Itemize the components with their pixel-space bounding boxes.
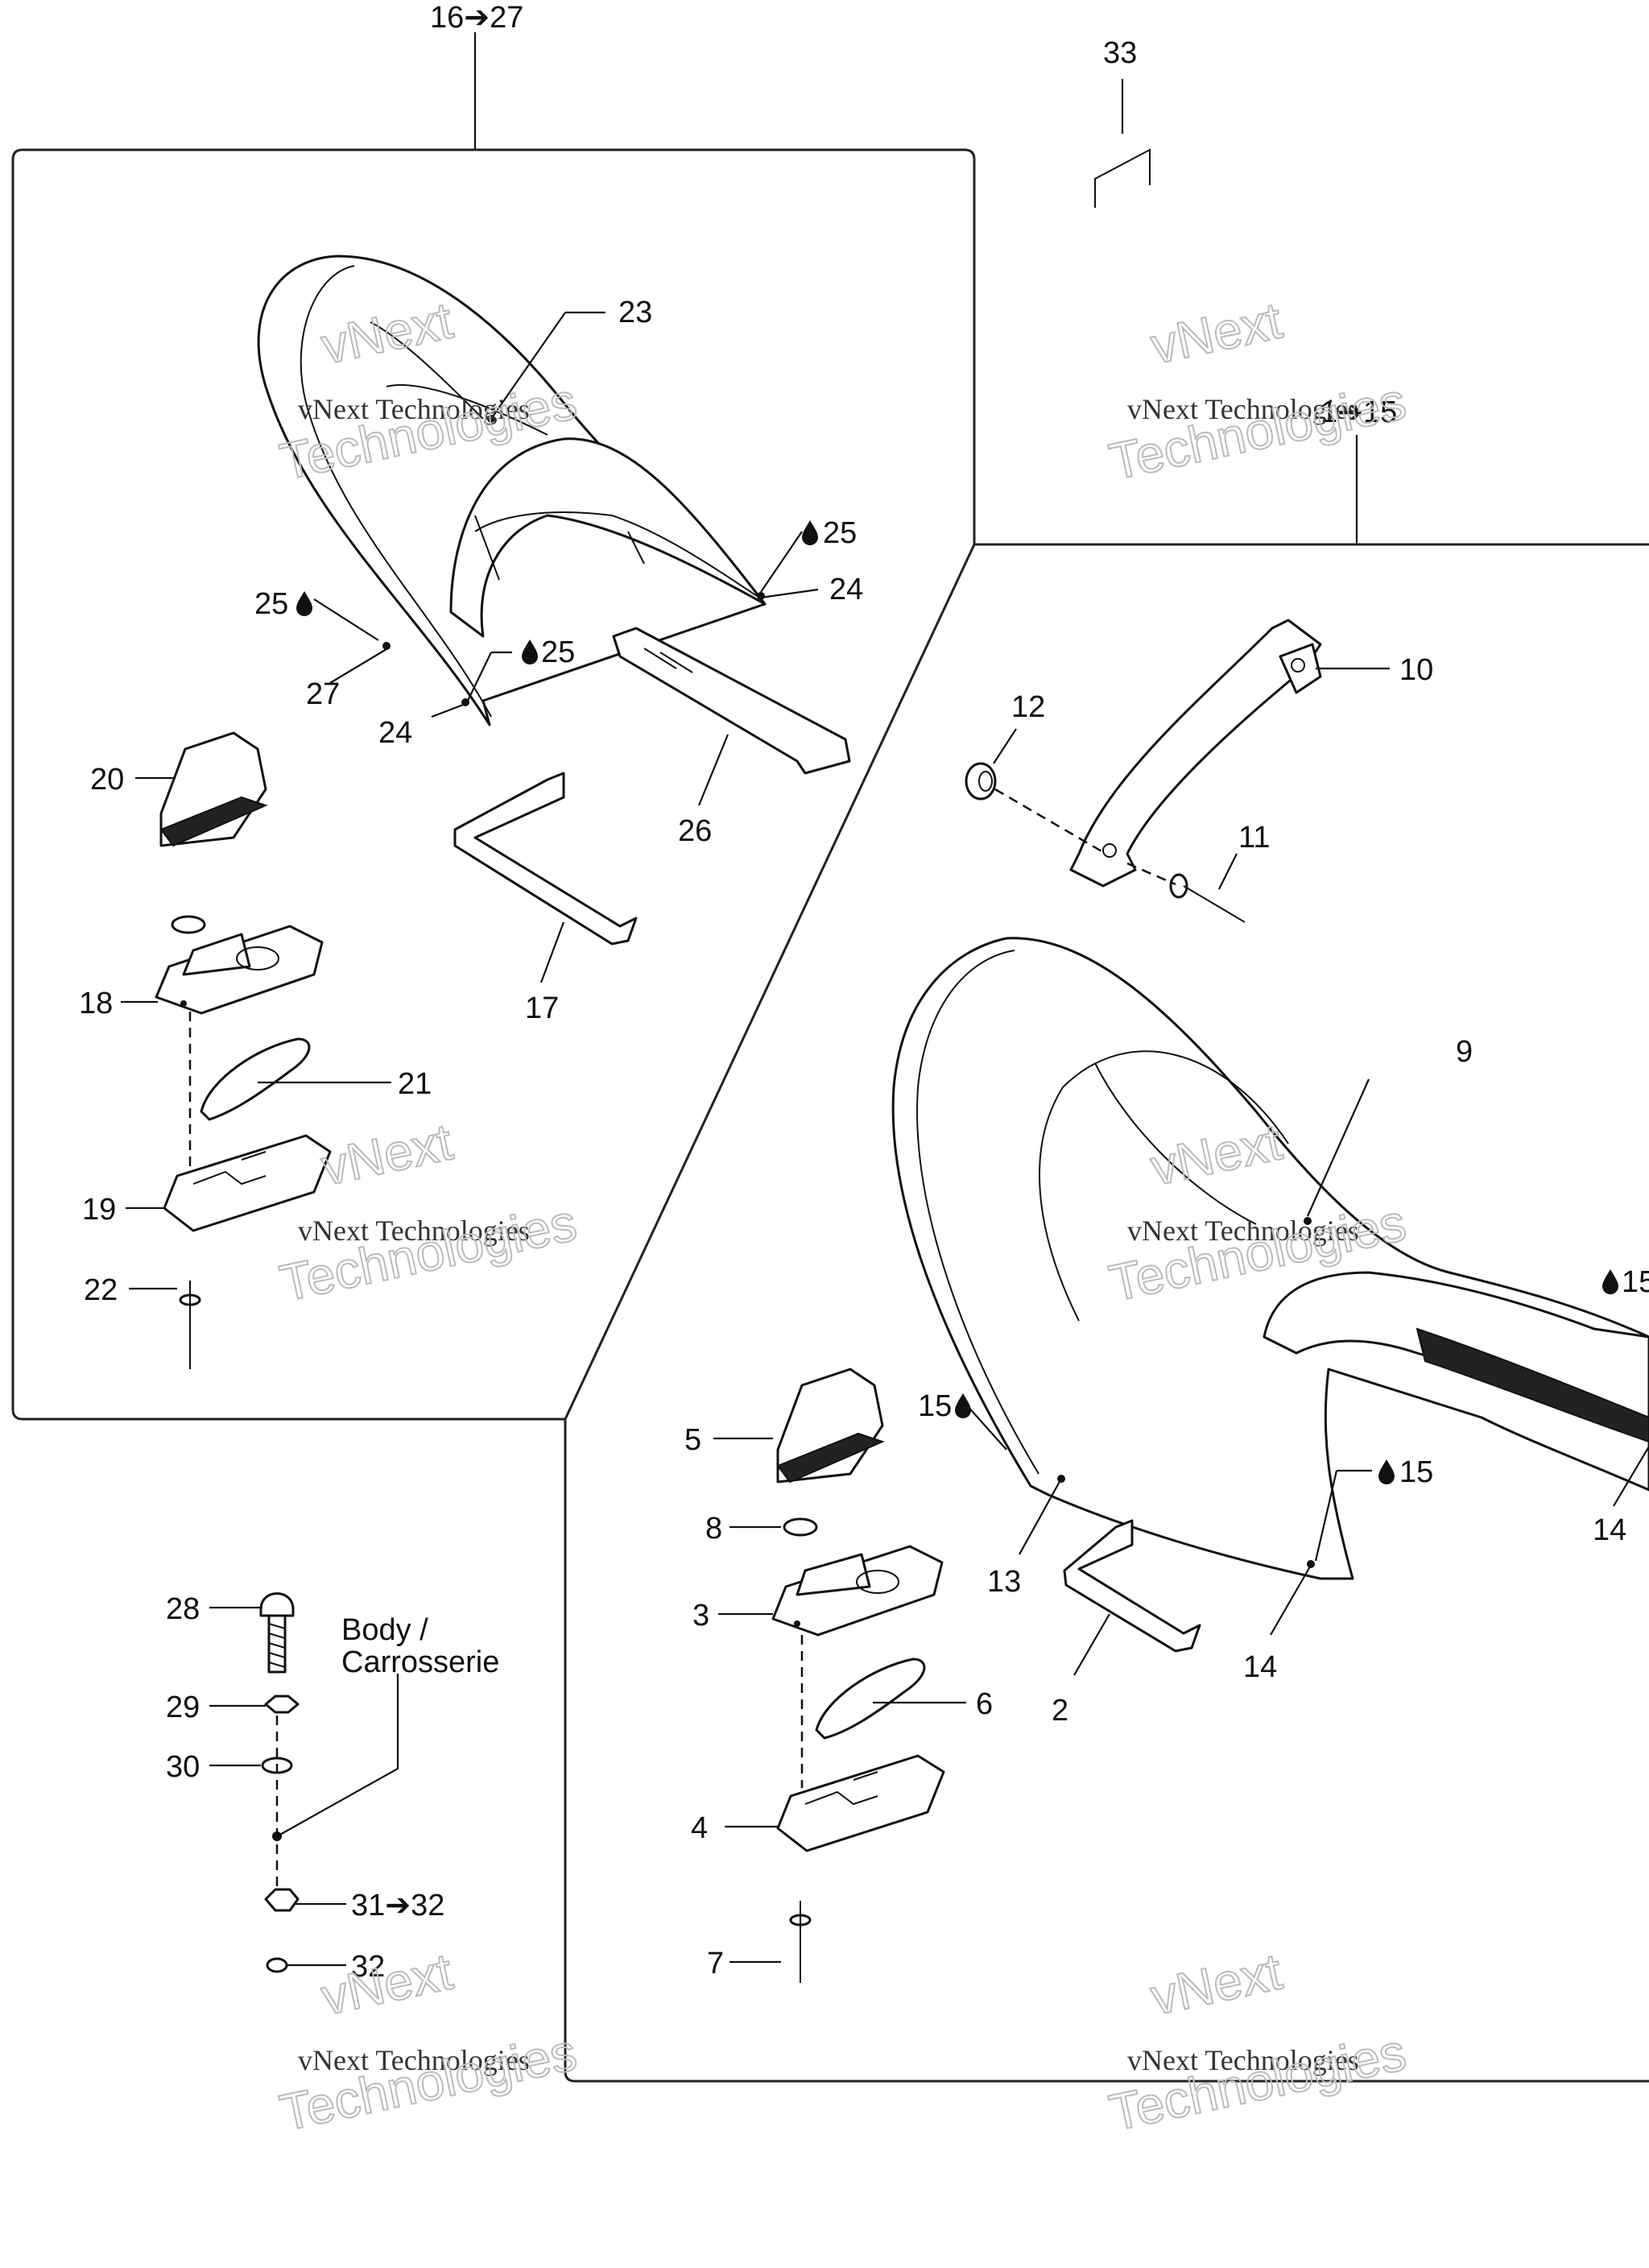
adhesive-drop-icon	[1602, 1269, 1618, 1294]
callout-15-a: 15	[1622, 1265, 1649, 1299]
adhesive-drop-icon	[296, 591, 312, 616]
svg-text:vNext Technologies: vNext Technologies	[1127, 393, 1359, 425]
watermark: vNext vNext Technologies Technologies	[275, 1941, 582, 2142]
callout-12: 12	[1011, 690, 1045, 724]
rear-seat-group-frame	[11, 148, 976, 1421]
watermark: vNext vNext Technologies Technologies	[275, 1111, 582, 1313]
callout-15-c: 15	[1399, 1455, 1433, 1489]
callout-24-a: 24	[829, 573, 863, 606]
part-17-hex-key	[453, 772, 638, 946]
svg-text:Technologies: Technologies	[275, 2023, 581, 2142]
callout-16-27: 16➔27	[430, 1, 523, 35]
svg-text:Technologies: Technologies	[1105, 2023, 1411, 2142]
part-32-washer	[266, 1957, 288, 1973]
callout-30: 30	[166, 1750, 200, 1784]
part-29-nut	[264, 1695, 300, 1714]
callout-25-b: 25	[254, 587, 288, 621]
callout-4: 4	[691, 1811, 708, 1845]
part-5-latch	[776, 1368, 885, 1484]
part-10-grab-handle	[1069, 619, 1322, 888]
svg-text:vNext: vNext	[316, 1942, 457, 2026]
callout-1-15: 1➔15	[1320, 395, 1397, 429]
part-2-hex-key	[1063, 1519, 1201, 1653]
part-7-rivet	[789, 1901, 812, 1983]
part-26-strap	[612, 627, 851, 775]
callout-15-b: 15	[918, 1389, 952, 1423]
svg-text:Technologies: Technologies	[275, 1194, 581, 1313]
callout-11: 11	[1238, 821, 1270, 855]
svg-text:vNext: vNext	[1146, 1942, 1287, 2026]
callout-9: 9	[1456, 1035, 1473, 1069]
part-11-rivet	[1169, 873, 1246, 923]
callout-33: 33	[1103, 36, 1137, 70]
callout-26: 26	[678, 814, 712, 848]
part-28-bolt	[259, 1592, 295, 1674]
callout-14-b: 14	[1593, 1513, 1626, 1547]
callout-21: 21	[398, 1067, 432, 1101]
part-19-base	[163, 1134, 332, 1232]
svg-text:vNext Technologies: vNext Technologies	[298, 1215, 530, 1247]
callout-2: 2	[1052, 1694, 1068, 1728]
part-3-base	[771, 1545, 944, 1637]
callout-7: 7	[707, 1947, 724, 1980]
rear-seat-cover	[257, 255, 767, 726]
callout-25-c: 25	[541, 635, 575, 669]
svg-text:vNext Technologies: vNext Technologies	[298, 393, 530, 425]
part-33-clip	[1094, 148, 1151, 208]
adhesive-drop-icon	[1378, 1459, 1395, 1484]
callout-24-b: 24	[378, 716, 412, 750]
callout-14-a: 14	[1243, 1650, 1277, 1684]
part-9-front-seat	[891, 937, 1649, 1580]
callout-27: 27	[306, 677, 340, 711]
svg-text:vNext Technologies: vNext Technologies	[1127, 1215, 1359, 1247]
part-20-latch	[159, 731, 268, 847]
callout-22: 22	[84, 1273, 118, 1307]
callout-10: 10	[1399, 653, 1433, 687]
watermark: vNext vNext Technologies Technologies	[1104, 290, 1411, 491]
callout-13: 13	[987, 1565, 1021, 1599]
adhesive-drop-icon	[802, 520, 818, 545]
svg-text:vNext: vNext	[1146, 291, 1287, 375]
callout-23: 23	[618, 296, 652, 329]
callout-8: 8	[705, 1512, 722, 1546]
svg-text:vNext Technologies: vNext Technologies	[298, 2044, 530, 2076]
svg-text:Technologies: Technologies	[1105, 372, 1411, 491]
part-31-nut	[264, 1888, 300, 1912]
callout-3: 3	[692, 1599, 709, 1633]
part-21-clip	[200, 1037, 311, 1121]
callout-29: 29	[166, 1691, 200, 1724]
callout-20: 20	[90, 763, 124, 797]
callout-18: 18	[79, 987, 113, 1020]
part-22-rivet	[179, 1281, 201, 1369]
callout-6: 6	[976, 1687, 993, 1721]
watermark: vNext vNext Technologies Technologies	[1104, 1941, 1411, 2142]
body-label-line1: Body /	[341, 1613, 428, 1647]
part-6-clip	[815, 1658, 926, 1740]
part-12-grommet	[965, 762, 997, 801]
part-18-base	[155, 915, 324, 1015]
callout-25-a: 25	[823, 516, 857, 550]
callout-31-32: 31➔32	[351, 1889, 444, 1922]
callout-28: 28	[166, 1592, 200, 1626]
part-8-washer	[783, 1517, 818, 1537]
body-label-line2: Carrosserie	[341, 1645, 499, 1679]
callout-19: 19	[82, 1193, 116, 1227]
callout-32: 32	[351, 1950, 385, 1984]
svg-text:vNext: vNext	[316, 1112, 457, 1196]
adhesive-drop-icon	[955, 1393, 971, 1418]
svg-text:vNext Technologies: vNext Technologies	[1127, 2044, 1359, 2076]
part-4-base	[776, 1754, 945, 1852]
front-seat-group-frame	[564, 543, 1649, 2083]
callout-5: 5	[684, 1423, 701, 1457]
callout-17: 17	[525, 991, 559, 1025]
